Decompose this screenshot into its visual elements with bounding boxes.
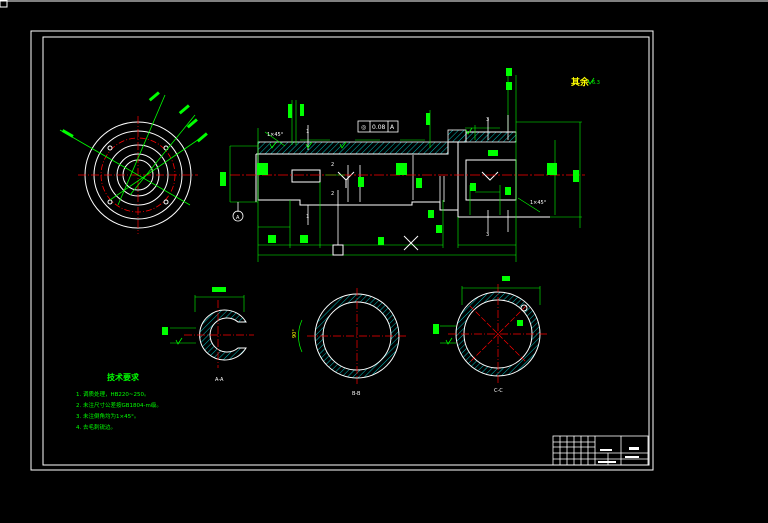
outer-border (30, 30, 654, 471)
surface-finish-icon (175, 337, 183, 345)
tolerance-symbol: ◎ (361, 124, 366, 131)
corner-mark (0, 0, 8, 8)
window-frame (0, 0, 768, 8)
cut-marker-1-bottom: 1 (306, 214, 309, 220)
tolerance-datum: A (390, 124, 395, 131)
cut-marker-2-bottom: 2 (331, 191, 334, 197)
tech-req-item-4: 4. 去毛刺锐边。 (76, 423, 116, 431)
surface-finish-icon (269, 141, 277, 149)
section-c-c (433, 276, 548, 384)
angle-label: 90° (292, 329, 298, 338)
section-label-c: C-C (494, 388, 503, 394)
tech-req-item-2: 2. 未注尺寸公差按GB1804-m级。 (76, 401, 162, 409)
tolerance-value: 0.08 (372, 124, 386, 131)
surface-finish-icon (339, 141, 347, 149)
remainder-label: 其余 (571, 76, 590, 88)
surface-finish-icon (305, 141, 313, 149)
surface-finish-icons (175, 77, 595, 345)
remainder-surface-note: 6.3 (592, 80, 600, 86)
cut-marker-2-top: 2 (331, 162, 334, 168)
tech-req-item-1: 1. 调质处理，HB220~250。 (76, 390, 150, 398)
section-label-b: B-B (352, 391, 361, 397)
inner-border (42, 36, 650, 466)
section-b-b (298, 288, 407, 384)
end-view (59, 91, 208, 234)
section-a-a (162, 287, 254, 368)
surface-finish-icon (445, 337, 453, 345)
chamfer-note: 1×45° (267, 132, 284, 138)
main-section (220, 68, 585, 262)
cut-marker-3-bottom: 3 (486, 232, 489, 238)
chamfer-note-2: 1×45° (530, 200, 547, 206)
surface-finish-icon (465, 127, 473, 135)
cut-marker-1-top: 1 (306, 129, 309, 135)
tech-req-title: 技术要求 (107, 372, 140, 382)
title-block (552, 435, 649, 466)
section-label-a: A-A (215, 377, 224, 383)
cut-marker-3-top: 3 (486, 117, 489, 123)
tech-req-item-3: 3. 未注倒角均为1×45°。 (76, 412, 139, 420)
surface-finish-icon (587, 77, 595, 85)
datum-label: A (236, 215, 240, 221)
